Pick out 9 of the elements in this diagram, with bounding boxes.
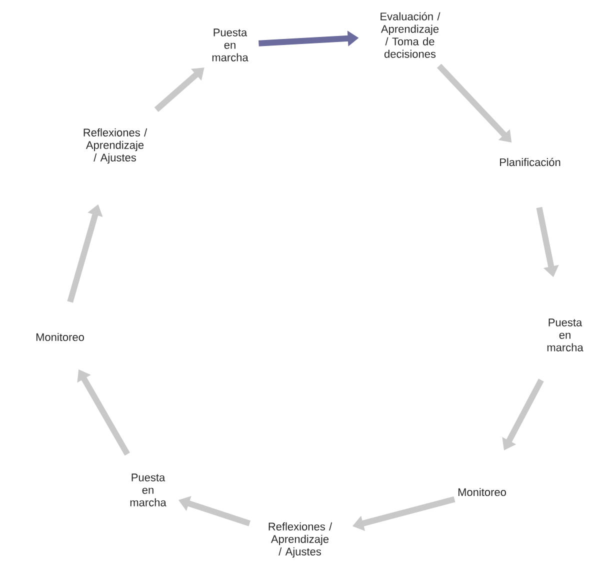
step-label: Monitoreo	[36, 332, 84, 342]
step-label: Puesta en marcha	[212, 28, 248, 62]
step-label: Reflexiones / Aprendizaje / Ajustes	[84, 128, 148, 164]
step-label: Reflexiones / Aprendizaje / Ajustes	[268, 522, 332, 558]
step-label: Evaluación / Aprendizaje / Toma de decisiones	[380, 12, 440, 58]
step-label: Monitoreo	[458, 488, 506, 496]
step-label: Puesta en marcha	[547, 318, 584, 352]
step-label: Planificación	[500, 158, 560, 166]
step-label: Puesta en marcha	[130, 474, 166, 506]
